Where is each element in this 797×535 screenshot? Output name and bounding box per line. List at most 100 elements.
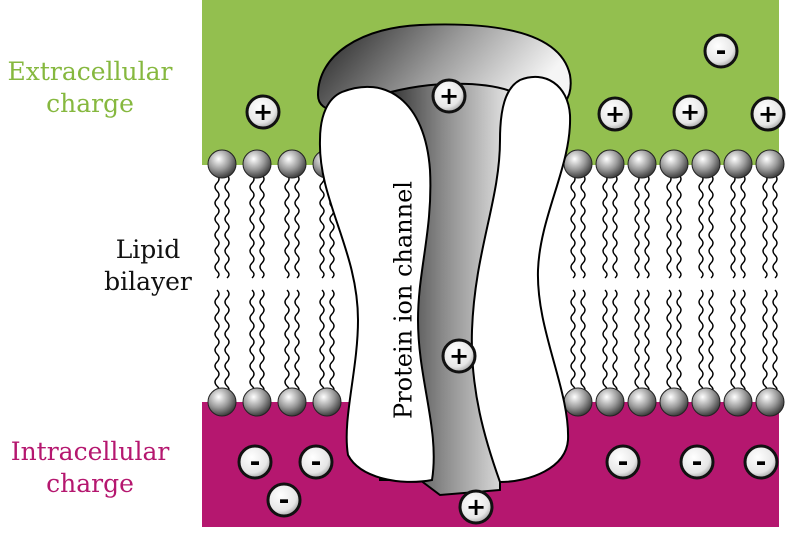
lipid-tail bbox=[249, 174, 255, 279]
lipid-tail bbox=[214, 174, 220, 279]
ion-sign: + bbox=[758, 100, 778, 128]
lipid-tail bbox=[602, 289, 608, 394]
extracellular-label-line-2: charge bbox=[46, 89, 134, 118]
lipid-tail bbox=[772, 289, 778, 394]
intracellular-label-line-1: Intracellular bbox=[10, 437, 170, 466]
lipid-head bbox=[755, 149, 785, 179]
lipid-tail bbox=[259, 289, 265, 394]
circled-charge-icon bbox=[703, 33, 739, 69]
lipid-head bbox=[563, 387, 593, 417]
lipid-tail bbox=[634, 289, 640, 394]
lipid-head bbox=[207, 149, 237, 179]
extracellular-label-line-1: Extracellular bbox=[7, 57, 173, 86]
circled-charge-icon bbox=[441, 338, 477, 374]
lipid-tails bbox=[214, 174, 778, 394]
lipid-head bbox=[691, 387, 721, 417]
lipid-head bbox=[723, 149, 753, 179]
lipid-head bbox=[595, 387, 625, 417]
circled-charge-icon bbox=[458, 489, 494, 525]
lipid-head bbox=[277, 387, 307, 417]
circled-charge-icon bbox=[679, 444, 715, 480]
negative-ion: - bbox=[743, 444, 779, 480]
lipid-tail bbox=[214, 289, 220, 394]
lipid-tail bbox=[676, 289, 682, 394]
lipid-tail bbox=[666, 174, 672, 279]
ion-sign: - bbox=[279, 486, 290, 516]
lipid-head bbox=[312, 387, 342, 417]
lipid-tail bbox=[708, 289, 714, 394]
lipid-tail bbox=[570, 174, 576, 279]
negative-ion: - bbox=[679, 444, 715, 480]
negative-ion: - bbox=[237, 444, 273, 480]
channel-left-subunit bbox=[318, 85, 435, 483]
ion-sign: + bbox=[466, 493, 486, 521]
lipid-head bbox=[755, 387, 785, 417]
channel-label: Protein ion channel bbox=[390, 181, 418, 419]
lipid-head bbox=[659, 387, 689, 417]
positive-ion: + bbox=[597, 96, 633, 132]
lipid-tail bbox=[249, 289, 255, 394]
ion-sign: - bbox=[692, 448, 703, 478]
ion-sign: - bbox=[250, 448, 261, 478]
ion-sign: - bbox=[716, 37, 727, 67]
negative-ion: - bbox=[266, 482, 302, 518]
lipid-tail bbox=[284, 174, 290, 279]
ion-sign: + bbox=[605, 100, 625, 128]
lipid-tail bbox=[319, 289, 325, 394]
channel-right-subunit bbox=[470, 75, 572, 484]
lipid-head bbox=[627, 387, 657, 417]
lipid-tail bbox=[644, 174, 650, 279]
lipid-tail bbox=[284, 289, 290, 394]
circled-charge-icon bbox=[605, 444, 641, 480]
positive-ion: + bbox=[431, 78, 467, 114]
lipid-tail bbox=[294, 174, 300, 279]
circled-charge-icon bbox=[298, 444, 334, 480]
circled-charge-icon bbox=[743, 444, 779, 480]
positive-ion: + bbox=[750, 96, 786, 132]
lipid-tail bbox=[698, 174, 704, 279]
lipid-tail bbox=[772, 174, 778, 279]
lipid-tail bbox=[708, 174, 714, 279]
intracellular-charge-label: Intracellular charge bbox=[0, 436, 180, 500]
circled-charge-icon bbox=[597, 96, 633, 132]
lipid-bilayer-label: Lipid bilayer bbox=[88, 234, 208, 298]
lipid-tail bbox=[762, 174, 768, 279]
negative-ion: - bbox=[298, 444, 334, 480]
lipid-tail bbox=[329, 289, 335, 394]
lipid-tail bbox=[676, 174, 682, 279]
lipid-tail bbox=[224, 289, 230, 394]
lipid-label-line-1: Lipid bbox=[115, 235, 181, 264]
lipid-head bbox=[627, 149, 657, 179]
lipid-head bbox=[242, 149, 272, 179]
lipid-tail bbox=[698, 289, 704, 394]
lipid-head bbox=[595, 149, 625, 179]
lipid-tail bbox=[612, 174, 618, 279]
lipid-tail bbox=[666, 289, 672, 394]
negative-ion: - bbox=[703, 33, 739, 69]
lipid-tail bbox=[602, 174, 608, 279]
lipid-head bbox=[563, 149, 593, 179]
lipid-tail bbox=[570, 289, 576, 394]
lipid-tail bbox=[740, 174, 746, 279]
lipid-tail bbox=[224, 174, 230, 279]
circled-charge-icon bbox=[750, 96, 786, 132]
lipid-tail bbox=[634, 174, 640, 279]
ion-sign: - bbox=[618, 448, 629, 478]
lipid-label-line-2: bilayer bbox=[104, 267, 192, 296]
circled-charge-icon bbox=[266, 482, 302, 518]
lipid-tail bbox=[644, 289, 650, 394]
negative-ion: - bbox=[605, 444, 641, 480]
lipid-tail bbox=[259, 174, 265, 279]
ion-sign: - bbox=[311, 448, 322, 478]
lipid-tail bbox=[730, 174, 736, 279]
lipid-tail bbox=[740, 289, 746, 394]
protein-ion-channel: Protein ion channel bbox=[316, 23, 572, 497]
ions: +++++-+---+--- bbox=[237, 33, 786, 525]
lipid-head bbox=[277, 149, 307, 179]
lipid-tail bbox=[612, 289, 618, 394]
ion-sign: + bbox=[449, 342, 469, 370]
lipid-head bbox=[242, 387, 272, 417]
lipid-tail bbox=[580, 174, 586, 279]
lipid-head bbox=[207, 387, 237, 417]
